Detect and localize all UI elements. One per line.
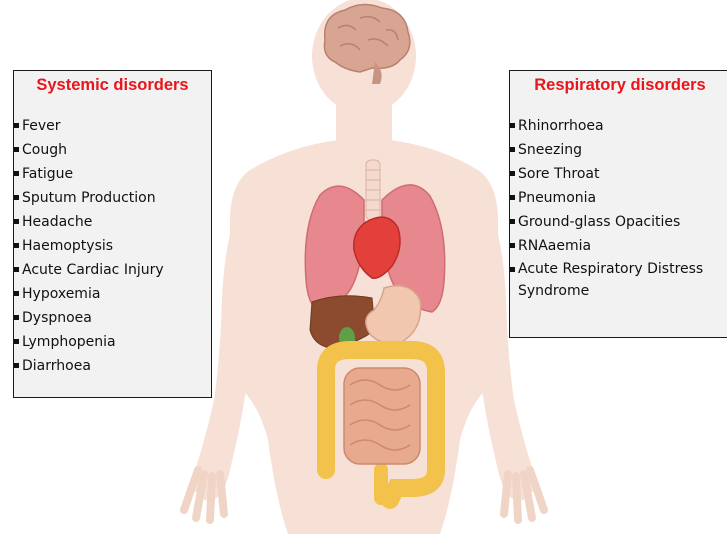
list-item: Ground-glass Opacities — [510, 210, 727, 234]
systemic-disorders-list: Fever Cough Fatigue Sputum Production He… — [14, 114, 211, 378]
trachea-icon — [366, 160, 380, 220]
panel-title: Respiratory disorders — [510, 71, 727, 95]
systemic-disorders-panel: Systemic disorders Fever Cough Fatigue S… — [13, 70, 212, 398]
list-item: Dyspnoea — [14, 306, 211, 330]
list-item: RNAaemia — [510, 234, 727, 258]
list-item: Fatigue — [14, 162, 211, 186]
small-intestine-icon — [344, 368, 420, 464]
list-item: Acute Respiratory Distress Syndrome — [510, 258, 727, 302]
list-item: Hypoxemia — [14, 282, 211, 306]
list-item: Pneumonia — [510, 186, 727, 210]
list-item: Rhinorrhoea — [510, 114, 727, 138]
list-item: Headache — [14, 210, 211, 234]
list-item: Haemoptysis — [14, 234, 211, 258]
panel-title: Systemic disorders — [14, 71, 211, 95]
list-item: Sputum Production — [14, 186, 211, 210]
list-item: Cough — [14, 138, 211, 162]
list-item: Sore Throat — [510, 162, 727, 186]
list-item: Fever — [14, 114, 211, 138]
list-item: Sneezing — [510, 138, 727, 162]
list-item: Lymphopenia — [14, 330, 211, 354]
list-item: Acute Cardiac Injury — [14, 258, 211, 282]
list-item: Diarrhoea — [14, 354, 211, 378]
respiratory-disorders-panel: Respiratory disorders Rhinorrhoea Sneezi… — [509, 70, 727, 338]
respiratory-disorders-list: Rhinorrhoea Sneezing Sore Throat Pneumon… — [510, 114, 727, 302]
